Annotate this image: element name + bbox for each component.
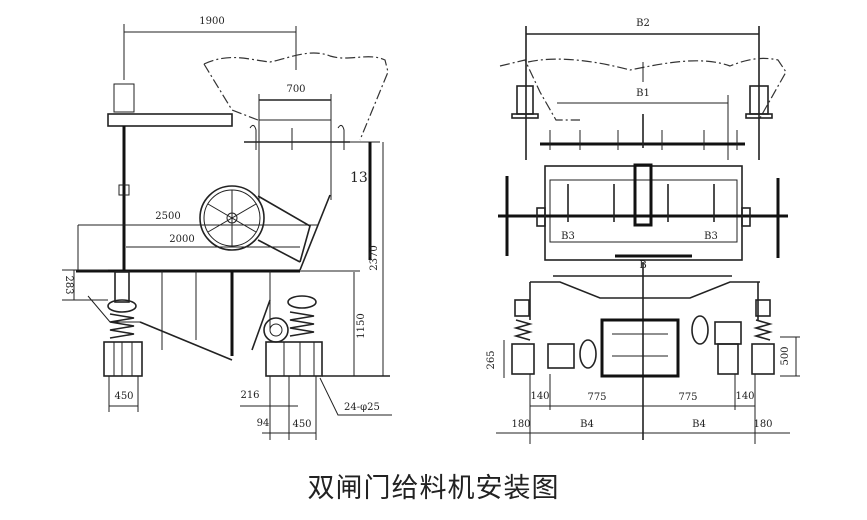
spring-right xyxy=(287,295,317,337)
handwheel xyxy=(199,185,265,251)
hopper-outline xyxy=(527,57,787,119)
spring-left xyxy=(513,299,533,341)
coupling-right xyxy=(691,315,709,345)
dim-B2: B2 xyxy=(636,18,650,29)
dim-775-left: 775 xyxy=(587,392,606,403)
dim-216: 216 xyxy=(240,390,259,401)
dim-1150: 1150 xyxy=(356,313,367,338)
base-left xyxy=(103,341,143,377)
chute-arm xyxy=(257,239,301,263)
shaft-collar xyxy=(741,207,751,227)
drawing-title: 双闸门给料机安装图 xyxy=(307,473,560,504)
hopper-outline xyxy=(499,59,580,121)
base-left xyxy=(511,343,535,375)
support-base-right xyxy=(745,113,773,119)
center-gate xyxy=(633,163,653,227)
gearbox-stand xyxy=(717,343,739,375)
support-beam xyxy=(107,113,233,127)
dim-140-right: 140 xyxy=(735,391,754,402)
dim-775-right: 775 xyxy=(678,392,697,403)
dim-B4-left: B4 xyxy=(580,419,594,430)
leader-line xyxy=(319,377,392,416)
column-clamp xyxy=(118,184,130,196)
bolt-row xyxy=(549,130,738,150)
support-base-left xyxy=(511,113,539,119)
dim-283: 283 xyxy=(63,275,74,294)
trough-bottom xyxy=(530,281,760,299)
installation-drawing: 1900 700 13 xyxy=(62,16,800,444)
bolt-hook xyxy=(337,124,345,150)
dim-B1: B1 xyxy=(636,88,650,99)
support-bracket-left xyxy=(516,85,534,115)
dim-1900: 1900 xyxy=(199,16,224,27)
trough-bottom xyxy=(139,321,233,361)
dim-450-left: 450 xyxy=(114,391,133,402)
motor-wheel xyxy=(263,317,289,343)
dim-B3-right: B3 xyxy=(704,231,718,242)
support-bracket xyxy=(113,83,135,113)
dim-500: 500 xyxy=(780,346,791,365)
hopper-outline xyxy=(203,63,259,121)
dim-B4-right: B4 xyxy=(692,419,706,430)
dim-700: 700 xyxy=(286,84,305,95)
spring-right xyxy=(753,299,773,341)
dim-180-right: 180 xyxy=(753,419,772,430)
chute-arm xyxy=(257,195,311,263)
bolt-hook xyxy=(249,124,257,150)
motor-arm xyxy=(251,299,271,351)
side-view: 1900 700 13 xyxy=(62,16,392,440)
bolt-spec: 24-φ25 xyxy=(344,402,380,413)
coupling-left xyxy=(579,339,597,369)
dim-2500: 2500 xyxy=(155,211,180,222)
dim-140-left: 140 xyxy=(530,391,549,402)
dim-2000: 2000 xyxy=(169,234,194,245)
dim-94: 94 xyxy=(257,418,270,429)
dim-180-left: 180 xyxy=(511,419,530,430)
gearbox-left xyxy=(547,343,575,369)
dim-450-right: 450 xyxy=(292,419,311,430)
chute-wall xyxy=(299,194,331,271)
dim-265: 265 xyxy=(486,350,497,369)
dim-B3-left: B3 xyxy=(561,231,575,242)
dim-13: 13 xyxy=(350,170,368,186)
front-view: B2 B1 B3 B3 xyxy=(486,18,800,444)
gearbox-right xyxy=(714,321,742,345)
spring-left xyxy=(107,271,137,339)
base-right xyxy=(751,343,775,375)
base-right xyxy=(265,341,323,377)
drum-motor xyxy=(600,318,680,378)
hopper-outline xyxy=(203,52,389,141)
dim-2370: 2370 xyxy=(369,245,380,270)
gate-inner xyxy=(549,179,738,243)
shaft-collar xyxy=(536,207,546,227)
